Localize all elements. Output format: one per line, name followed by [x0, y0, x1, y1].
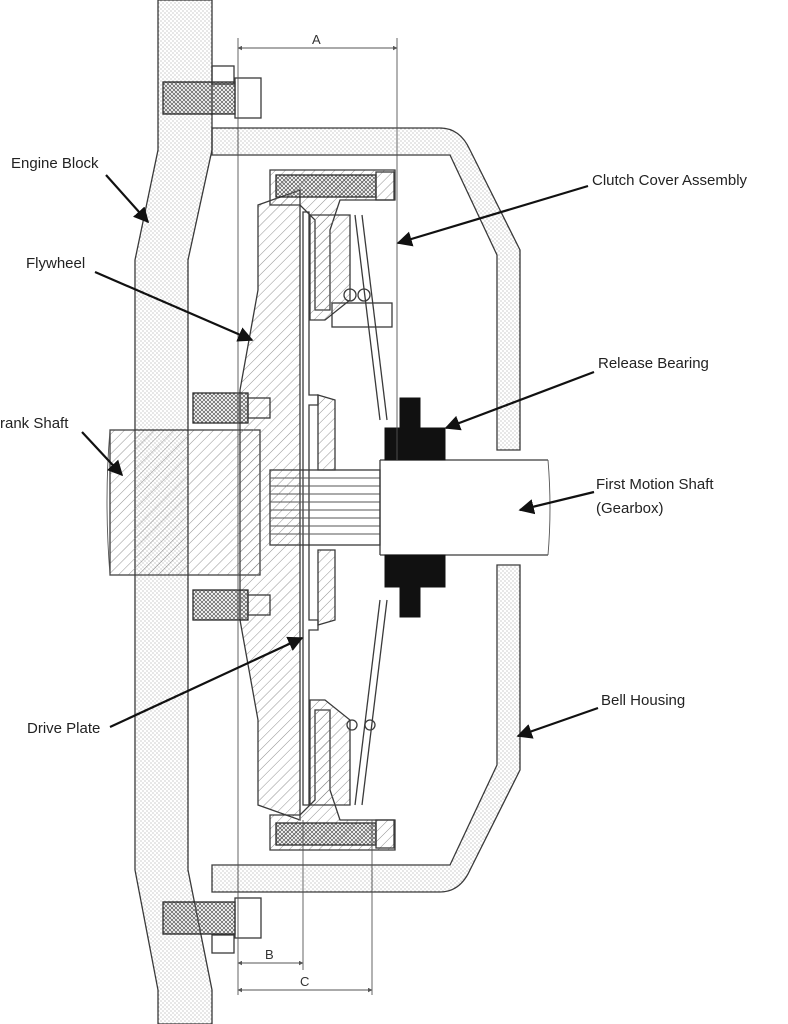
dimension-lines: [237, 38, 398, 995]
label-first-motion-shaft: First Motion Shaft: [596, 476, 714, 493]
leader-drive-plate: [109, 636, 304, 728]
dimension-c-label: C: [300, 974, 309, 989]
housing-bolt-top: [162, 81, 236, 115]
label-engine-block: Engine Block: [11, 155, 99, 172]
label-release-bearing: Release Bearing: [598, 355, 709, 372]
leader-engine-block: [105, 174, 150, 224]
housing-bolt-bottom: [162, 901, 236, 935]
leader-flywheel: [94, 270, 254, 342]
label-crank-shaft: rank Shaft: [0, 415, 69, 432]
label-bell-housing: Bell Housing: [601, 692, 685, 709]
bell-housing: [211, 127, 521, 451]
dimension-a-label: A: [312, 32, 321, 47]
first-motion-shaft: [379, 459, 548, 556]
leader-clutch-cover: [396, 184, 589, 247]
flywheel-bolt-top: [192, 392, 249, 424]
label-first-motion-shaft-gearbox: (Gearbox): [596, 500, 664, 517]
dimension-b-label: B: [265, 947, 274, 962]
release-bearing: [384, 397, 446, 461]
leader-first-motion-shaft: [518, 490, 595, 515]
leader-crank-shaft: [81, 431, 124, 477]
label-flywheel: Flywheel: [26, 255, 85, 272]
leader-release-bearing: [444, 370, 595, 431]
diaphragm-spring: [354, 214, 381, 421]
leader-bell-housing: [516, 706, 599, 739]
label-drive-plate: Drive Plate: [27, 720, 100, 737]
cover-bolt-bottom: [275, 822, 377, 846]
flywheel-bolt-bottom: [192, 589, 249, 621]
cover-bolt-top: [275, 174, 377, 198]
label-clutch-cover: Clutch Cover Assembly: [592, 172, 748, 189]
crank-shaft: [109, 429, 261, 576]
pressure-plate: [309, 214, 351, 321]
drive-plate: [302, 211, 319, 806]
